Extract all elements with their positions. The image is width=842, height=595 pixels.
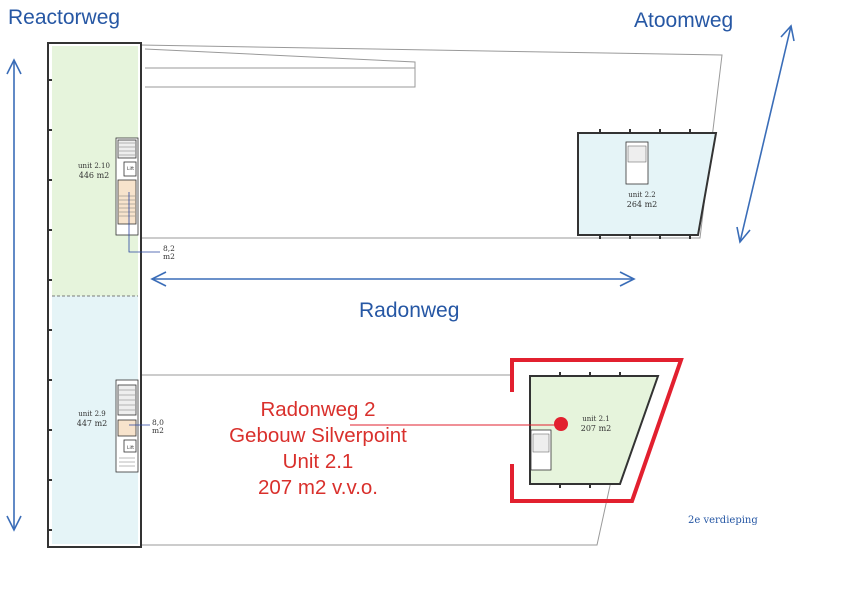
street-label-radonweg: Radonweg [359, 299, 460, 322]
street-label-atoomweg: Atoomweg [634, 9, 734, 32]
street-label-reactorweg: Reactorweg [8, 6, 121, 29]
reactorweg-arrow [6, 58, 22, 532]
unit-2-9-label: unit 2.9 447 m2 [64, 410, 120, 428]
left-building [47, 42, 160, 548]
callout-line-3: Unit 2.1 [282, 450, 354, 473]
small-area-unit: m2 [163, 252, 175, 261]
lift-label-lower: Lift [127, 445, 134, 451]
core-upper [115, 137, 139, 236]
unit-area: 446 m2 [78, 171, 110, 180]
unit-name: unit 2.1 [582, 415, 610, 423]
small-area-value: 8,0 [152, 418, 164, 427]
lift-labels: Lift Lift [127, 166, 134, 451]
callout-line-1: Radonweg 2 [260, 398, 376, 421]
unit-2-1-area [529, 375, 660, 485]
unit-name: unit 2.10 [78, 162, 110, 170]
unit-2-2-building [577, 129, 718, 239]
unit-2-10-label: unit 2.10 446 m2 [66, 162, 122, 180]
unit-area: 447 m2 [76, 419, 108, 428]
unit-2-1-building [350, 358, 684, 503]
unit-name: unit 2.2 [628, 191, 656, 199]
unit-area: 207 m2 [580, 424, 612, 433]
unit-name: unit 2.9 [78, 410, 106, 418]
location-marker [554, 417, 568, 431]
callout-line-4: 207 m2 v.v.o. [257, 476, 379, 499]
arrows [6, 24, 795, 532]
small-area-unit: m2 [152, 426, 164, 435]
small-area-value: 8,2 [163, 244, 175, 253]
callout-text: Radonweg 2 Gebouw Silverpoint Unit 2.1 2… [198, 397, 438, 501]
unit-2-2-label: unit 2.2 264 m2 [614, 191, 670, 209]
small-area-label-upper: 8,2 m2 [163, 245, 175, 261]
callout-line-2: Gebouw Silverpoint [229, 424, 407, 447]
highlight-outline [510, 358, 684, 503]
small-area-label-lower: 8,0 m2 [152, 419, 164, 435]
atoomweg-arrow [736, 24, 795, 244]
core-lower [115, 379, 139, 473]
unit-area: 264 m2 [626, 200, 658, 209]
floor-label: 2e verdieping [688, 515, 758, 526]
lift-label-upper: Lift [127, 166, 134, 172]
radonweg-arrow [150, 271, 636, 287]
unit-2-1-label: unit 2.1 207 m2 [574, 415, 618, 433]
